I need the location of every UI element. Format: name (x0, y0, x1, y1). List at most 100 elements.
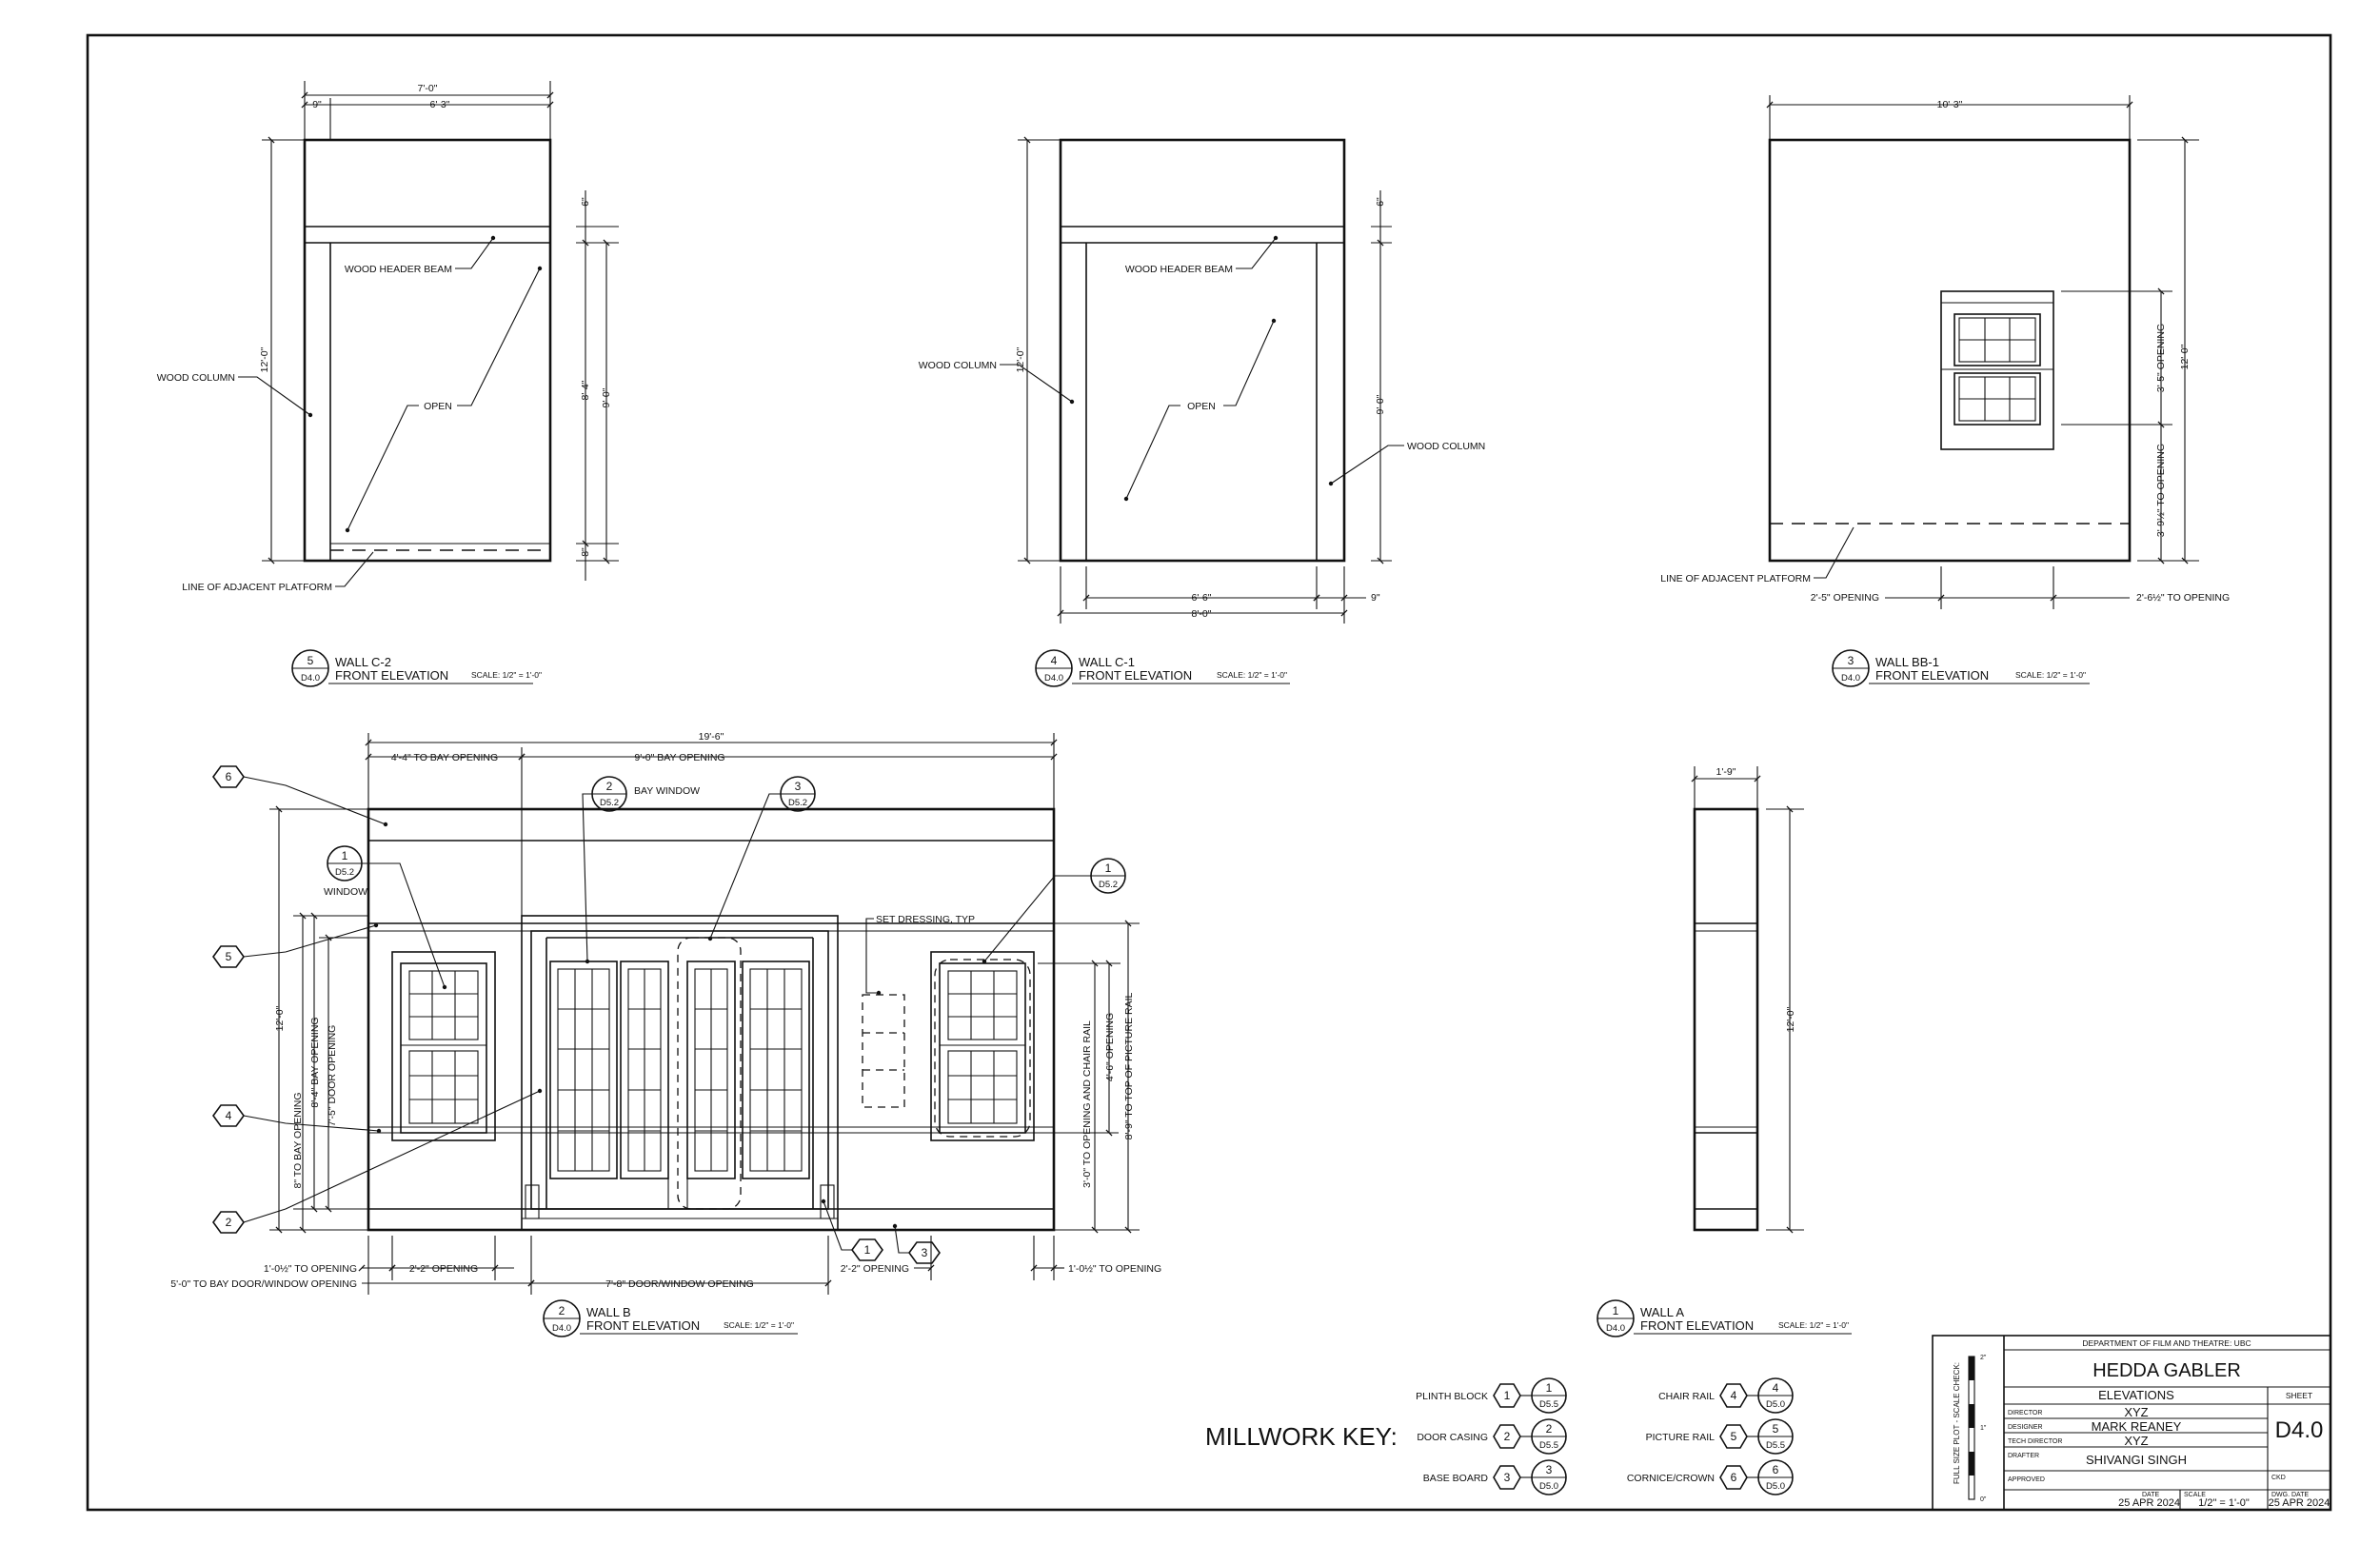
wall-b-hex-plinth: 1 (864, 1243, 871, 1257)
wall-b-dim-bottom-mid: 7'-8" DOOR/WINDOW OPENING (605, 1278, 754, 1290)
wall-c2-dim-header: 6" (580, 197, 591, 207)
wall-b-label-window: WINDOW (324, 886, 367, 898)
wall-c2-scale: SCALE: 1/2" = 1'-0" (471, 670, 542, 680)
wall-b-bubble-num: 2 (559, 1304, 565, 1317)
wall-a-elevation: 1'-9" 12'-0" 1 D4.0 WALL A FRONT ELEVATI… (1597, 766, 1852, 1337)
millwork-item-sheet: D5.5 (1539, 1440, 1558, 1451)
title-block-approved-label: APPROVED (2008, 1476, 2045, 1483)
wall-bb1-dim-height: 12'-0" (2179, 344, 2191, 369)
title-block-director-label: DIRECTOR (2008, 1410, 2042, 1416)
millwork-key: MILLWORK KEY: PLINTH BLOCK 1 1 D5.5 DOOR… (1205, 1377, 1794, 1495)
wall-b-subtitle: FRONT ELEVATION (586, 1318, 700, 1333)
wall-c2-title: WALL C-2 (335, 655, 391, 669)
wall-a-title: WALL A (1640, 1305, 1684, 1319)
wall-c2-bubble-sheet: D4.0 (301, 673, 320, 683)
wall-c1-dim-header: 6" (1375, 197, 1386, 207)
wall-b-dim-bottom-right2: 1'-0½" TO OPENING (1068, 1263, 1161, 1275)
wall-c2-dim-open-h2: 9'-0" (601, 387, 612, 407)
millwork-item-hex: 1 (1504, 1389, 1511, 1402)
wall-b-label-set-dressing: SET DRESSING, TYP (876, 914, 975, 925)
millwork-item-num: 3 (1546, 1463, 1553, 1476)
title-block-department: DEPARTMENT OF FILM AND THEATRE: UBC (2082, 1338, 2251, 1348)
wall-bb1-dim-window-h: 3'-5" OPENING (2155, 324, 2167, 392)
wall-c2-dim-overall-w: 7'-0" (418, 83, 438, 94)
wall-bb1-title: WALL BB-1 (1875, 655, 1939, 669)
wall-b-label-bay: BAY WINDOW (634, 785, 700, 797)
millwork-item-num: 6 (1773, 1463, 1779, 1476)
millwork-item-num: 5 (1773, 1422, 1779, 1436)
wall-b-elevation: 19'-6" 4'-4" TO BAY OPENING 9'-0" BAY OP… (170, 731, 1161, 1337)
wall-b-hex-cornice: 6 (226, 770, 232, 783)
wall-c2-elevation: 7'-0" 9" 6'-3" 12'-0" 6" 8'-4" 9'-0" 8" … (157, 81, 619, 687)
wall-a-bubble-num: 1 (1613, 1304, 1619, 1317)
scale-mark-1: 1" (1980, 1425, 1987, 1432)
millwork-item-hex: 2 (1504, 1430, 1511, 1443)
wall-b-callout-window-sheet: D5.2 (335, 867, 354, 878)
wall-b-hex-door-casing: 2 (226, 1216, 232, 1229)
wall-b-callout-3-sheet: D5.2 (788, 798, 807, 808)
wall-a-bubble-sheet: D4.0 (1606, 1323, 1625, 1334)
wall-c1-bubble-sheet: D4.0 (1044, 673, 1063, 683)
wall-b-dim-bottom-left2: 2'-2" OPENING (409, 1263, 478, 1275)
title-block-drafter: SHIVANGI SINGH (2086, 1453, 2187, 1467)
wall-b-scale: SCALE: 1/2" = 1'-0" (724, 1320, 794, 1330)
title-block: DEPARTMENT OF FILM AND THEATRE: UBC HEDD… (1932, 1335, 2331, 1511)
wall-a-scale: SCALE: 1/2" = 1'-0" (1778, 1320, 1849, 1330)
title-block-ckd-label: CKD (2271, 1475, 2286, 1481)
millwork-heading: MILLWORK KEY: (1205, 1422, 1398, 1451)
title-block-designer-label: DESIGNER (2008, 1424, 2043, 1431)
wall-b-callout-bay-sheet: D5.2 (600, 798, 619, 808)
wall-c1-label-column-left: WOOD COLUMN (919, 360, 997, 371)
millwork-item-label: PICTURE RAIL (1646, 1432, 1716, 1443)
wall-b-hex-picture-rail: 5 (226, 950, 232, 963)
title-block-sheet: D4.0 (2275, 1417, 2324, 1443)
millwork-item-sheet: D5.0 (1539, 1481, 1558, 1492)
millwork-item-num: 1 (1546, 1381, 1553, 1395)
title-block-scale-label: SCALE (2184, 1492, 2206, 1498)
title-block-show: HEDDA GABLER (2092, 1360, 2241, 1381)
wall-c1-title: WALL C-1 (1079, 655, 1135, 669)
wall-b-hex-base: 3 (922, 1246, 928, 1259)
wall-b-dim-bay: 9'-0" BAY OPENING (634, 752, 724, 763)
wall-bb1-elevation: 10'-3" 12'-0" 3'-5" OPENING 3'-9½" TO OP… (1660, 95, 2230, 687)
wall-c2-label-platform: LINE OF ADJACENT PLATFORM (182, 582, 332, 593)
millwork-item-sheet: D5.0 (1766, 1481, 1785, 1492)
wall-c1-dim-right: 9" (1371, 592, 1380, 604)
wall-bb1-label-platform: LINE OF ADJACENT PLATFORM (1660, 573, 1811, 584)
wall-c1-elevation: 12'-0" 6" 9'-0" 6'-6" 9" 8'-0" WOOD HEAD… (919, 136, 1485, 687)
wall-c1-dim-open-h: 9'-0" (1375, 394, 1386, 414)
wall-b-dim-bay-h: 8'-4" BAY OPENING (309, 1017, 321, 1107)
wall-bb1-dim-left: 2'-5" OPENING (1811, 592, 1879, 604)
wall-c2-dim-opening-w: 6'-3" (430, 99, 450, 110)
wall-b-dim-height: 12'-0" (274, 1005, 286, 1031)
wall-b-dim-bottom-left3: 5'-0" TO BAY DOOR/WINDOW OPENING (170, 1278, 357, 1290)
wall-b-dim-to-bay: 4'-4" TO BAY OPENING (391, 752, 498, 763)
wall-bb1-dim-overall-w: 10'-3" (1937, 99, 1963, 110)
wall-b-bubble-sheet: D4.0 (552, 1323, 571, 1334)
wall-b-callout-right-sheet: D5.2 (1099, 880, 1118, 890)
millwork-item-hex: 6 (1731, 1471, 1737, 1484)
wall-b-callout-window-num: 1 (342, 849, 348, 862)
wall-bb1-dim-right: 2'-6½" TO OPENING (2136, 592, 2230, 604)
wall-c1-bubble-num: 4 (1051, 654, 1058, 667)
millwork-item-sheet: D5.5 (1766, 1440, 1785, 1451)
wall-c2-label-column: WOOD COLUMN (157, 372, 235, 384)
millwork-item-label: BASE BOARD (1423, 1473, 1489, 1484)
wall-a-dim-h: 12'-0" (1785, 1006, 1796, 1032)
wall-b-dim-to-bay-h: 8" TO BAY OPENING (292, 1093, 304, 1189)
wall-c1-label-open: OPEN (1187, 401, 1216, 412)
wall-c2-dim-left: 9" (312, 99, 322, 110)
wall-b-title: WALL B (586, 1305, 631, 1319)
title-block-date-label: DATE (2142, 1492, 2159, 1498)
wall-c2-dim-platform: 8" (580, 547, 591, 557)
sheet-border (86, 33, 2332, 1512)
millwork-item-hex: 5 (1731, 1430, 1737, 1443)
wall-a-dim-w: 1'-9" (1716, 766, 1736, 778)
wall-c2-dim-height: 12'-0" (259, 347, 270, 372)
title-block-drafter-label: DRAFTER (2008, 1453, 2039, 1459)
title-block-tech-label: TECH DIRECTOR (2008, 1438, 2062, 1445)
wall-bb1-scale: SCALE: 1/2" = 1'-0" (2015, 670, 2086, 680)
wall-b-dim-chair-rail: 3'-0" TO OPENING AND CHAIR RAIL (1081, 1020, 1093, 1188)
